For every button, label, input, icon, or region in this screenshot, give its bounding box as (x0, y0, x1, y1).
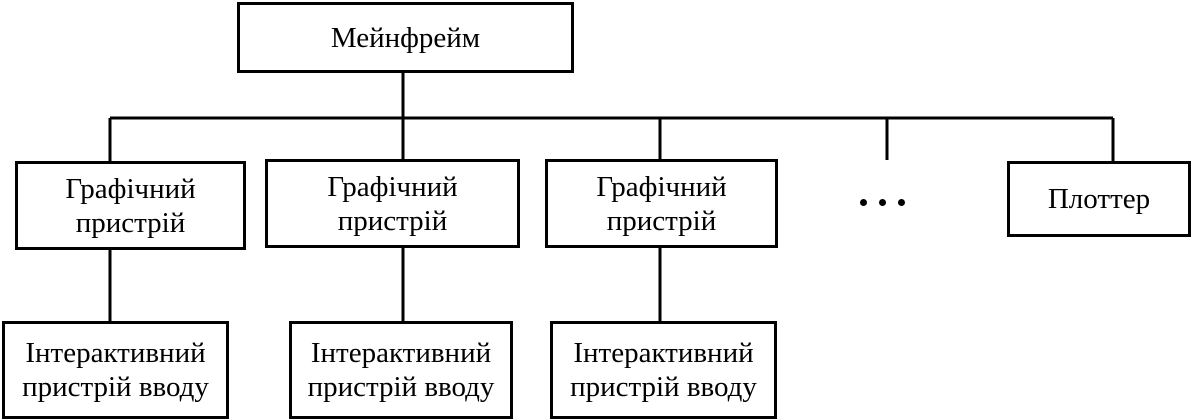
mainframe-label: Мейнфрейм (330, 21, 481, 54)
graphics-device-label-line1: Графічний (327, 170, 458, 203)
plotter-label: Плоттер (1047, 183, 1151, 215)
input-device-label-line2: пристрій вводу (22, 371, 209, 403)
input-device-label-line2: пристрій вводу (307, 371, 495, 403)
input-device-label-line1: Інтерактивний (310, 337, 492, 369)
graphics-device-label-line2: пристрій (75, 206, 186, 239)
graphics-device-label-line1: Графічний (596, 170, 727, 203)
dot-icon (860, 199, 867, 206)
input-device-label-line1: Інтерактивний (25, 337, 206, 369)
input-device-box-1: Інтерактивний пристрій вводу (2, 321, 229, 419)
input-device-box-3: Інтерактивний пристрій вводу (550, 321, 777, 419)
graphics-device-box-2: Графічний пристрій (265, 159, 520, 248)
input-device-box-2: Інтерактивний пристрій вводу (289, 321, 513, 419)
dot-icon (879, 199, 886, 206)
graphics-device-label-line2: пристрій (337, 204, 448, 237)
graphics-device-label-line1: Графічний (65, 172, 196, 205)
graphics-device-box-1: Графічний пристрій (15, 161, 246, 250)
input-device-label-line1: Інтерактивний (573, 337, 754, 369)
input-device-label-line2: пристрій вводу (570, 371, 757, 403)
graphics-device-label-line2: пристрій (606, 204, 717, 237)
graphics-device-box-3: Графічний пристрій (545, 159, 778, 248)
ellipsis-icon (860, 199, 905, 206)
mainframe-box: Мейнфрейм (237, 2, 574, 73)
dot-icon (898, 199, 905, 206)
plotter-box: Плоттер (1007, 161, 1191, 237)
